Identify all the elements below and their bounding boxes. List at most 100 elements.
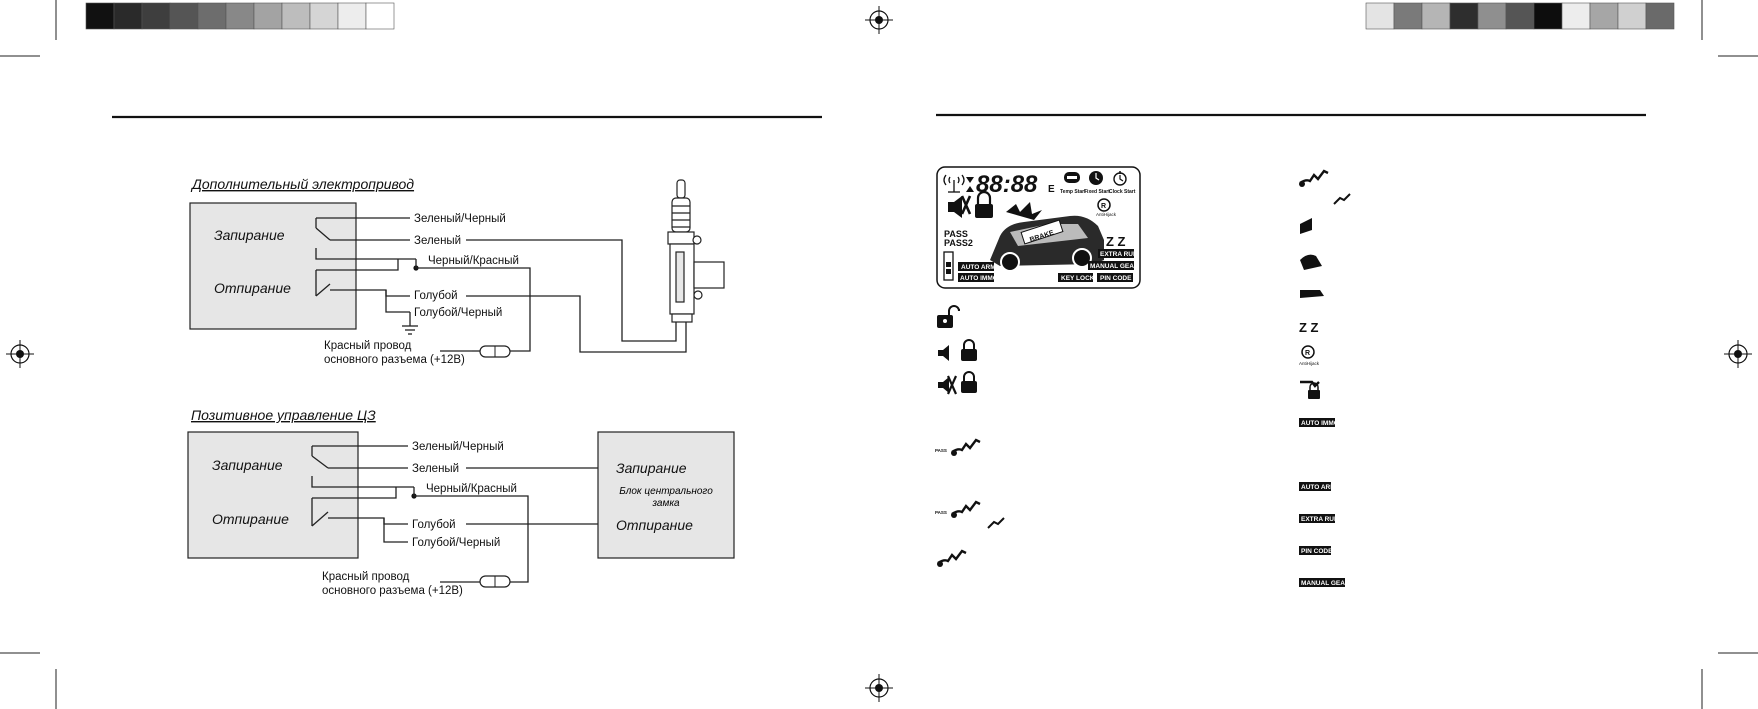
svg-text:PASS: PASS	[935, 448, 947, 453]
wire-label-green-2: Зеленый	[412, 463, 459, 475]
wire-label-green-black-2: Зеленый/Черный	[412, 441, 504, 453]
diagram-positive-central-lock: Позитивное управление ЦЗ Запирание Отпир…	[187, 407, 735, 597]
pass-trunk-icon-2: PASS	[935, 500, 1005, 529]
central-lock-block-name-1: Блок центрального	[619, 486, 713, 497]
registration-mark-left	[6, 340, 34, 368]
flash-burst-icon	[1006, 202, 1042, 220]
pin-code-badge: PIN CODE	[1299, 546, 1333, 555]
trunk-open-icon	[937, 549, 967, 567]
zz-icon: Z Z	[1106, 234, 1126, 249]
unlock-icon	[937, 305, 960, 328]
wire-label-black-red-2: Черный/Красный	[426, 483, 517, 495]
central-lock-block-lock-label: Запирание	[616, 460, 687, 476]
auto-arm-badge: AUTO ARM	[1299, 482, 1336, 491]
registration-mark-top	[865, 6, 893, 34]
red-wire-label-2-1: Красный провод	[322, 571, 410, 583]
wire-label-blue: Голубой	[414, 290, 458, 302]
wire-label-blue-2: Голубой	[412, 519, 456, 531]
lcd-digit-suffix: E	[1048, 184, 1055, 195]
svg-text:Z Z: Z Z	[1106, 234, 1126, 249]
lcd-manual-gear-badge: MANUAL GEAR	[1088, 261, 1139, 270]
crop-mark-bottom-left	[0, 652, 57, 709]
diagram1-title: Дополнительный электропривод	[190, 176, 414, 192]
wire-label-black-red: Черный/Красный	[428, 255, 519, 267]
wire-label-green: Зеленый	[414, 235, 461, 247]
hood-open-icon	[1300, 254, 1322, 270]
antenna-icon	[943, 174, 965, 193]
hourglass-icon	[966, 177, 974, 192]
svg-text:EXTRA RUN: EXTRA RUN	[1100, 251, 1138, 258]
alarm-block-1	[189, 202, 357, 330]
svg-text:AUTO ARM: AUTO ARM	[1301, 484, 1336, 491]
lcd-auto-arm-badge: AUTO ARM	[958, 262, 996, 271]
svg-text:EXTRA RUN: EXTRA RUN	[1301, 516, 1339, 523]
lcd-digits: 88:88	[976, 171, 1038, 198]
registration-mark-right	[1724, 340, 1752, 368]
extra-run-badge: EXTRA RUN	[1299, 514, 1339, 523]
antihijack-icon: R AntiHijack	[1096, 198, 1117, 217]
fixed-start-icon: Fixed Start	[1084, 171, 1110, 195]
alarm-block-2-unlock-label: Отпирание	[212, 511, 289, 527]
alarm-block-1-unlock-label: Отпирание	[214, 280, 291, 296]
car-image: BRAKE	[990, 215, 1104, 272]
lcd-display: 88:88 E Temp Start Fixed Start Clock Sta…	[936, 166, 1141, 289]
svg-text:R: R	[1101, 203, 1106, 210]
crop-mark-bottom-right	[1701, 652, 1758, 709]
clock-start-icon: Clock Start	[1109, 171, 1136, 195]
lcd-extra-run-badge: EXTRA RUN	[1098, 249, 1138, 258]
siren-crossed-icon	[948, 195, 972, 218]
red-wire-label-2: основного разъема (+12В)	[324, 354, 465, 366]
right-icon-legend: Z Z R AntiHijack AUTO IMMO AUTO ARM EXTR…	[1299, 169, 1351, 587]
svg-text:R: R	[1305, 350, 1310, 357]
svg-text:AUTO IMMO: AUTO IMMO	[1301, 420, 1339, 427]
diagram2-title: Позитивное управление ЦЗ	[191, 407, 376, 423]
temp-start-icon: Temp Start	[1060, 172, 1086, 195]
lcd-auto-immo-badge: AUTO IMMO	[958, 273, 998, 282]
central-lock-block	[597, 431, 735, 559]
key-lock-icon	[1300, 380, 1320, 399]
auto-immo-badge: AUTO IMMO	[1299, 418, 1339, 427]
svg-text:AntiHijack: AntiHijack	[1299, 361, 1320, 366]
registration-mark-bottom	[865, 674, 893, 702]
lcd-pass: PASS	[944, 229, 968, 239]
wire-label-green-black: Зеленый/Черный	[414, 213, 506, 225]
lcd-key-lock-badge: KEY LOCK	[1058, 273, 1095, 282]
siren-crossed-lock-icon	[938, 371, 977, 395]
svg-text:AntiHijack: AntiHijack	[1096, 212, 1117, 217]
svg-text:MANUAL GEAR: MANUAL GEAR	[1301, 580, 1350, 587]
alarm-block-1-lock-label: Запирание	[214, 227, 285, 243]
grayscale-bar-left	[85, 2, 395, 30]
svg-text:PIN CODE: PIN CODE	[1301, 548, 1333, 555]
alarm-block-2	[187, 431, 359, 559]
svg-text:Z Z: Z Z	[1299, 320, 1319, 335]
crop-mark-top-right	[1701, 0, 1758, 57]
svg-text:KEY LOCK: KEY LOCK	[1061, 275, 1095, 282]
svg-text:PIN CODE: PIN CODE	[1100, 275, 1132, 282]
fuse-2	[479, 575, 511, 588]
battery-icon	[943, 251, 954, 281]
wire-label-blue-black-2: Голубой/Черный	[412, 537, 500, 549]
grayscale-bar-right	[1365, 2, 1675, 30]
shock-sensor-icon	[1299, 169, 1351, 205]
svg-text:Fixed Start: Fixed Start	[1084, 189, 1110, 195]
svg-text:Temp Start: Temp Start	[1060, 189, 1086, 195]
sleep-mode-icon: Z Z	[1299, 320, 1319, 335]
manual-gear-badge: MANUAL GEAR	[1299, 578, 1350, 587]
crop-mark-top-left	[0, 0, 57, 57]
svg-text:PASS: PASS	[935, 510, 947, 515]
siren-lock-icon	[938, 339, 977, 361]
lcd-pin-code-badge: PIN CODE	[1097, 273, 1133, 282]
red-wire-label-2-2: основного разъема (+12В)	[322, 585, 463, 597]
antihijack-icon-legend: R AntiHijack	[1299, 345, 1320, 366]
svg-text:Clock Start: Clock Start	[1109, 189, 1136, 195]
alarm-block-2-lock-label: Запирание	[212, 457, 283, 473]
central-lock-block-name-2: замка	[651, 498, 680, 509]
lcd-pass2: PASS2	[944, 238, 973, 248]
trunk-icon	[1300, 290, 1324, 298]
wire-label-blue-black: Голубой/Черный	[414, 307, 502, 319]
svg-text:MANUAL GEAR: MANUAL GEAR	[1090, 263, 1139, 270]
pass-trunk-icon-1: PASS	[935, 438, 981, 456]
central-lock-block-unlock-label: Отпирание	[616, 517, 693, 533]
diagram-additional-actuator: Дополнительный электропривод Запирание О…	[189, 176, 725, 366]
